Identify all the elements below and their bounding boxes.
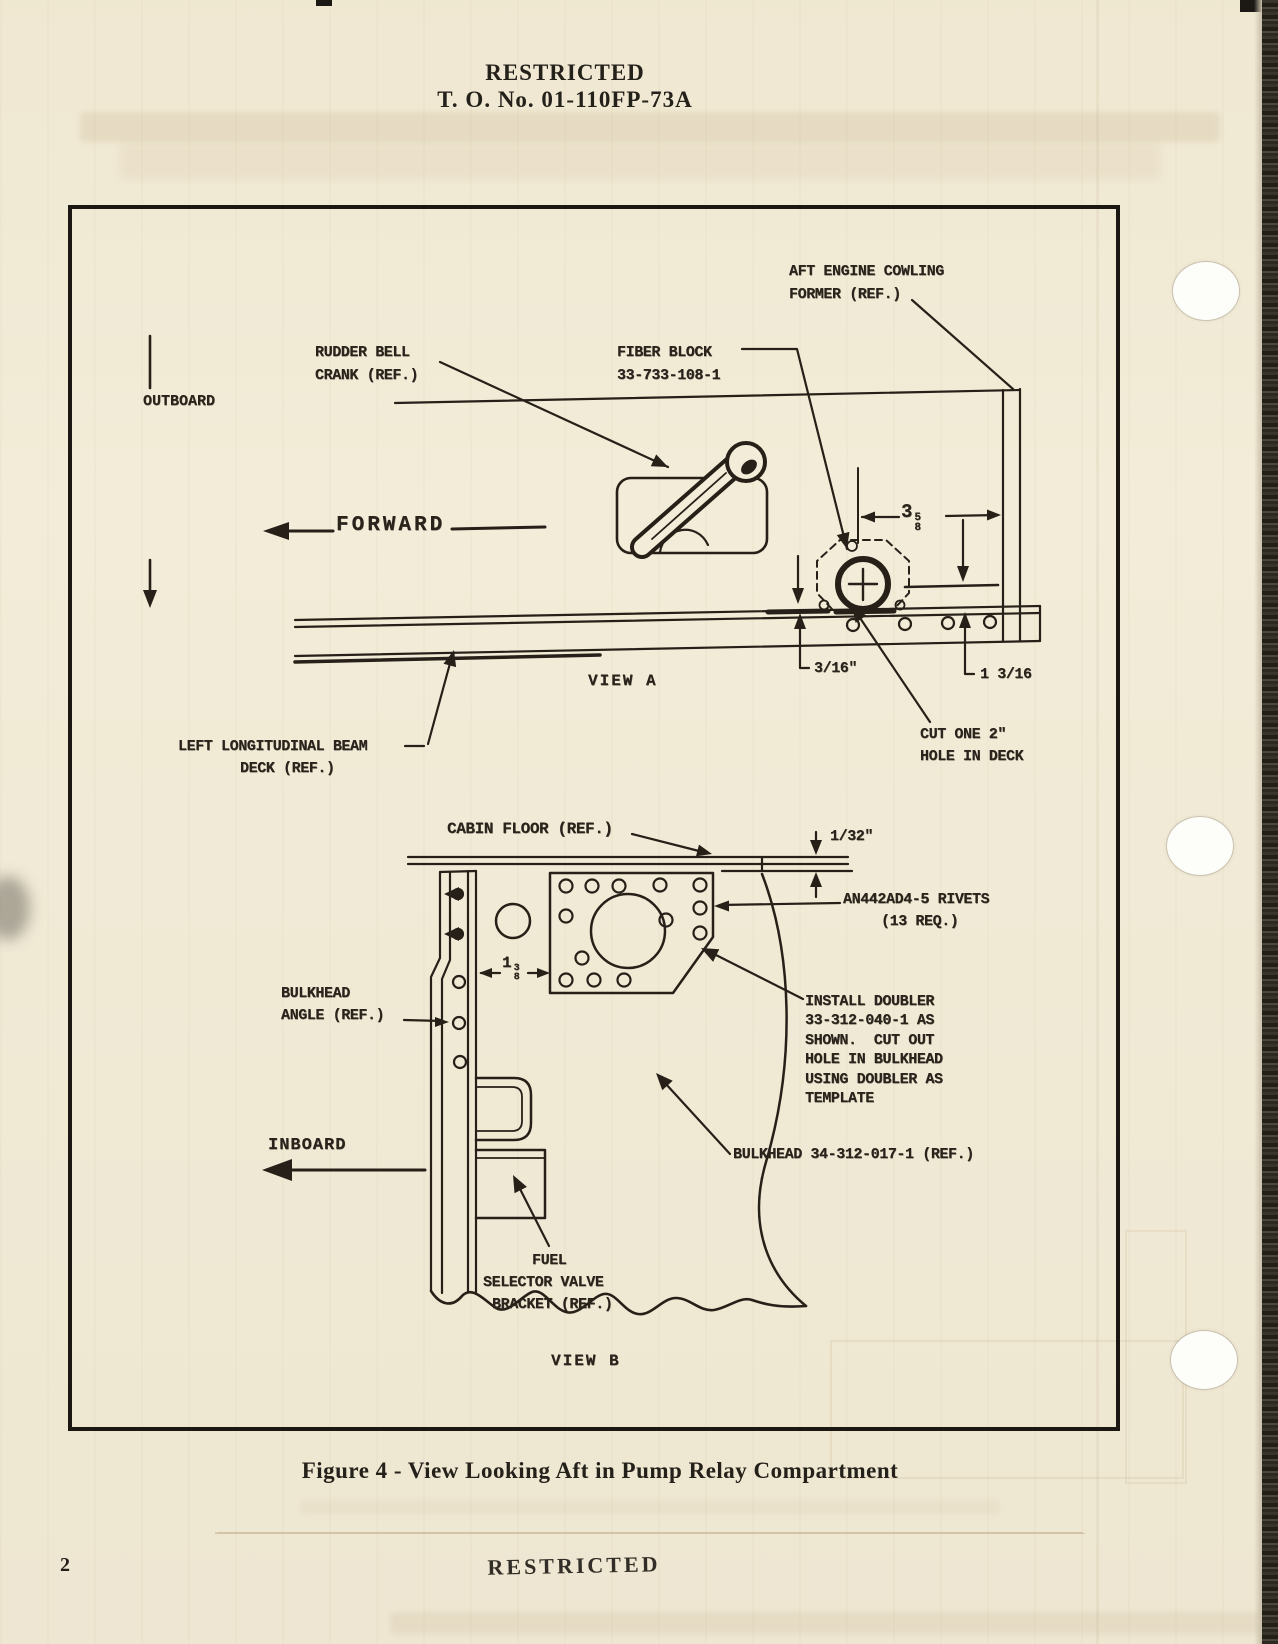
fuel-selector-bracket <box>474 1076 547 1220</box>
dimension-1-3-8-whole: 1 <box>502 954 512 972</box>
label-bulkhead-angle-line1: BULKHEAD <box>281 985 350 1002</box>
header-classification: RESTRICTED <box>485 60 645 85</box>
dimension-3-16-lines <box>792 554 811 670</box>
label-rivets-line1: AN442AD4-5 RIVETS <box>843 891 990 908</box>
label-aft-former-line1: AFT ENGINE COWLING <box>789 263 944 280</box>
punch-hole-bottom <box>1171 1331 1237 1389</box>
dimension-1-3-8-den: 8 <box>513 971 520 983</box>
install-note-line6: TEMPLATE <box>805 1090 874 1107</box>
label-fiber-line2: 33-733-108-1 <box>617 367 721 384</box>
dimension-1-3-16: 1 3/16 <box>980 666 1032 683</box>
label-fuel-line1: FUEL <box>532 1252 567 1269</box>
install-note-line1: INSTALL DOUBLER <box>805 993 935 1010</box>
label-beam-line1: LEFT LONGITUDINAL BEAM <box>178 738 368 755</box>
dimension-3-5-8-lines <box>857 467 1001 544</box>
outboard-arrow <box>143 334 157 608</box>
bell-crank-cutout <box>615 441 769 559</box>
binding-edge <box>1262 0 1278 1644</box>
dimension-1-3-8-num: 3 <box>513 963 520 974</box>
punch-hole-middle <box>1167 817 1233 875</box>
label-rudder-line1: RUDDER BELL <box>315 344 410 361</box>
label-rudder-line2: CRANK (REF.) <box>315 367 419 384</box>
label-fiber-line1: FIBER BLOCK <box>617 344 712 361</box>
bulkhead-web-edge-curve <box>757 872 808 1308</box>
label-bulkhead-angle-line2: ANGLE (REF.) <box>281 1007 385 1024</box>
leader-bulkhead-ref <box>656 1073 732 1156</box>
install-note-line2: 33-312-040-1 AS <box>805 1012 935 1029</box>
dimension-3-5-8-den: 8 <box>914 521 922 534</box>
leader-bulkhead-angle <box>402 1017 449 1027</box>
dimension-1-3-16-lines <box>903 518 1000 676</box>
bulkhead-lightening-hole <box>494 902 532 940</box>
label-aft-former-line2: FORMER (REF.) <box>789 286 901 303</box>
leader-rivets <box>714 900 842 912</box>
direction-outboard: OUTBOARD <box>143 393 216 410</box>
install-note-line3: SHOWN. CUT OUT <box>805 1032 935 1049</box>
dimension-3-5-8-num: 5 <box>914 512 922 524</box>
page-number: 2 <box>60 1554 70 1576</box>
view-a-title: VIEW A <box>588 672 658 690</box>
direction-inboard: INBOARD <box>268 1136 347 1155</box>
leader-aft-former <box>910 298 1015 391</box>
dimension-1-32-lines <box>810 830 822 899</box>
fiber-block <box>765 539 910 615</box>
dimension-1-3-8-lines <box>479 968 550 978</box>
forward-arrow <box>263 522 547 540</box>
binding-edge-fade <box>1254 0 1262 1644</box>
install-note-line5: USING DOUBLER AS <box>805 1071 943 1088</box>
doubler-plate <box>548 871 715 995</box>
leader-fuel-bracket <box>513 1175 551 1248</box>
view-b-drawing <box>262 830 854 1316</box>
leader-rudder-bell-crank <box>438 360 670 469</box>
leader-cut-hole <box>852 606 932 724</box>
header-to-number: T. O. No. 01-110FP-73A <box>437 87 693 112</box>
dimension-1-32: 1/32" <box>830 828 874 845</box>
leader-cabin-floor <box>630 832 712 857</box>
label-cabin-floor: CABIN FLOOR (REF.) <box>447 820 613 838</box>
label-beam-line2: DECK (REF.) <box>240 760 335 777</box>
leader-install-doubler <box>701 948 805 1001</box>
label-bulkhead-ref: BULKHEAD 34-312-017-1 (REF.) <box>733 1146 974 1163</box>
torn-edge-wavy-line <box>429 1289 808 1316</box>
label-fuel-line3: BRACKET (REF.) <box>492 1296 613 1313</box>
dimension-3-16: 3/16" <box>814 660 858 677</box>
view-b-title: VIEW B <box>551 1352 621 1370</box>
punch-hole-top <box>1173 262 1239 320</box>
leader-beam-deck <box>403 650 457 748</box>
inboard-arrow <box>262 1159 427 1181</box>
label-fuel-line2: SELECTOR VALVE <box>483 1274 604 1291</box>
figure-caption: Figure 4 - View Looking Aft in Pump Rela… <box>301 1458 899 1483</box>
label-rivets-line2: (13 REQ.) <box>881 913 959 930</box>
bulkhead-angle-channel <box>429 869 478 1296</box>
install-note-line4: HOLE IN BULKHEAD <box>805 1051 943 1068</box>
direction-forward: FORWARD <box>336 514 446 537</box>
view-a-drawing <box>143 298 1042 748</box>
figure-border <box>68 205 1120 1431</box>
label-cut-hole-line1: CUT ONE 2" <box>920 726 1007 743</box>
label-cut-hole-line2: HOLE IN DECK <box>920 748 1024 765</box>
dimension-3-5-8-whole: 3 <box>901 501 913 523</box>
